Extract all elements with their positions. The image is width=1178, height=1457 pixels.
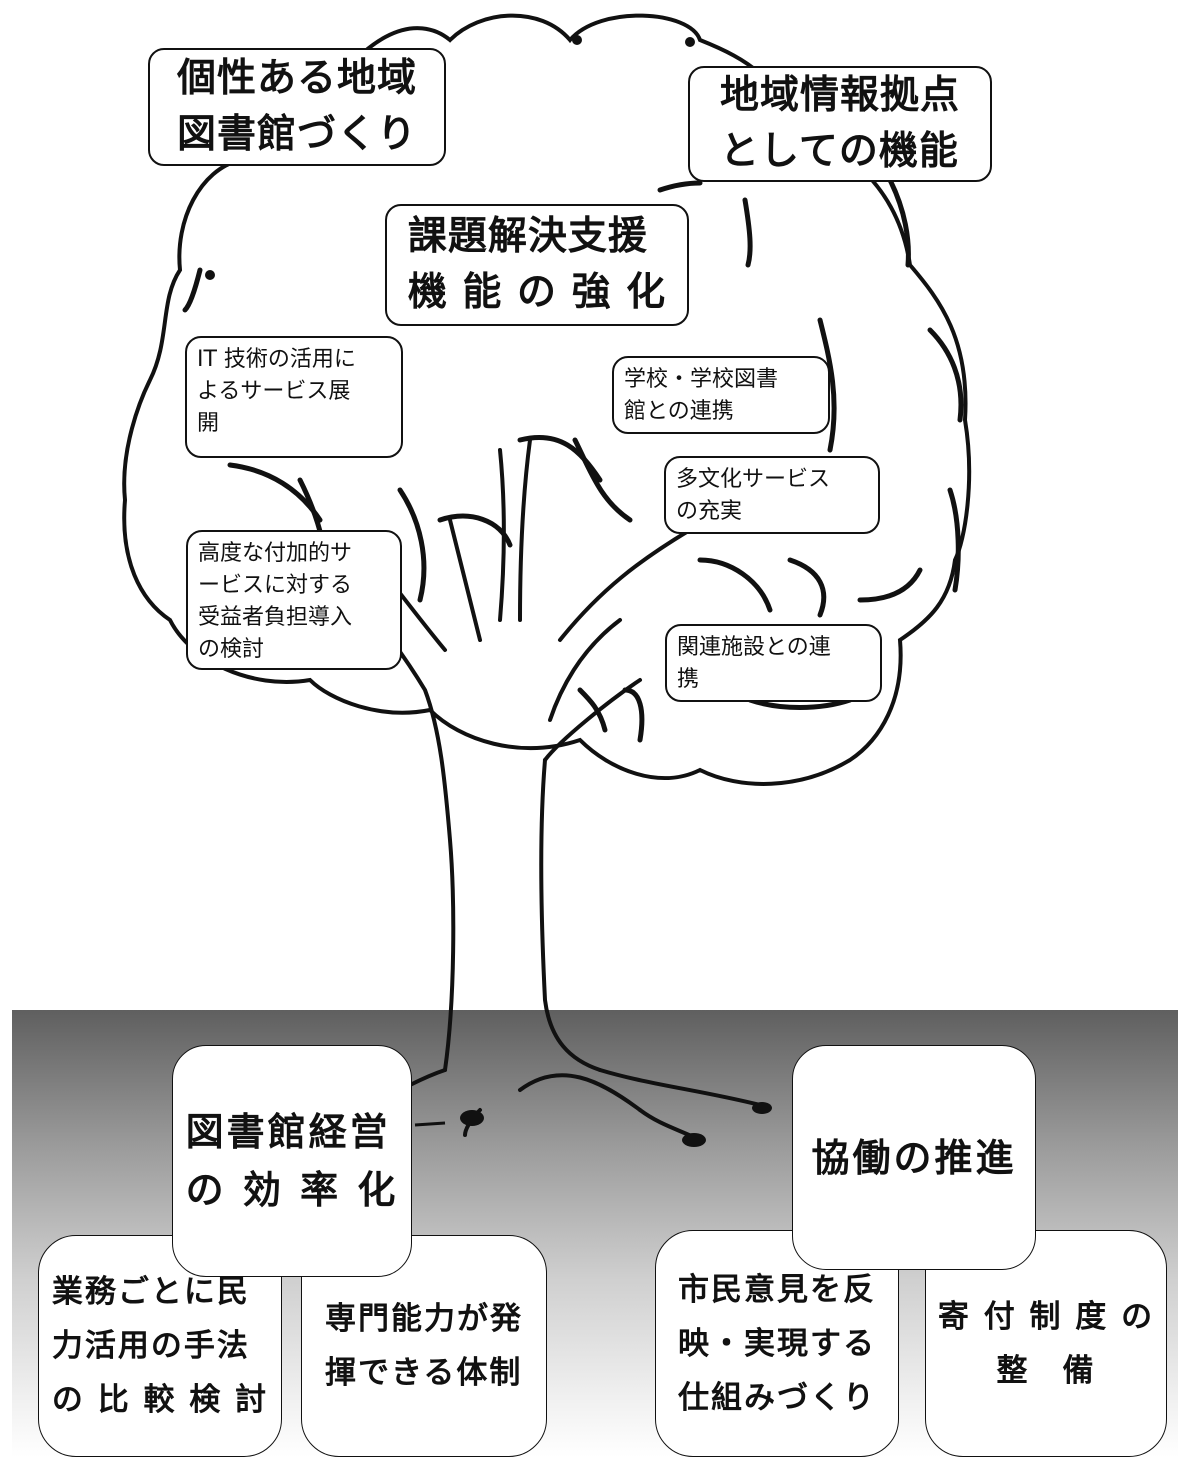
measure-value-added-fees: 高度な付加的サ ービスに対する 受益者負担導入 の検討 bbox=[186, 530, 402, 670]
goal-problem-solving: 課題解決支援 機 能 の 強 化 bbox=[385, 204, 689, 326]
efficiency-title-box: 図書館経営 の 効 率 化 bbox=[172, 1045, 412, 1277]
measure-related-facilities-label: 関連施設との連 携 bbox=[677, 635, 831, 692]
collaboration-item-donations: 寄 付 制 度 の 整 備 bbox=[925, 1230, 1167, 1457]
measure-it-services: IT 技術の活用に よるサービス展 開 bbox=[185, 336, 403, 458]
measure-school-libraries-label: 学校・学校図書 館との連携 bbox=[624, 367, 779, 424]
goal-problem-solving-label: 課題解決支援 機 能 の 強 化 bbox=[407, 214, 667, 315]
measure-multicultural-label: 多文化サービス の充実 bbox=[676, 467, 831, 524]
collaboration-item-donations-label: 寄 付 制 度 の 整 備 bbox=[937, 1298, 1155, 1389]
efficiency-title-label: 図書館経営 の 効 率 化 bbox=[185, 1110, 399, 1212]
efficiency-item-outsourcing: 業務ごとに民 力活用の手法 の 比 較 検 討 bbox=[38, 1235, 282, 1457]
measure-value-added-fees-label: 高度な付加的サ ービスに対する 受益者負担導入 の検討 bbox=[198, 541, 353, 662]
measure-it-services-label: IT 技術の活用に よるサービス展 開 bbox=[197, 347, 356, 436]
measure-related-facilities: 関連施設との連 携 bbox=[665, 624, 882, 702]
collaboration-item-citizen-input-label: 市民意見を反 映・実現する 仕組みづくり bbox=[678, 1271, 876, 1416]
measure-school-libraries: 学校・学校図書 館との連携 bbox=[612, 356, 830, 434]
goal-distinctive-library-label: 個性ある地域 図書館づくり bbox=[176, 56, 417, 157]
tree-canopy-outline bbox=[122, 13, 972, 786]
goal-distinctive-library: 個性ある地域 図書館づくり bbox=[148, 48, 446, 166]
goal-info-hub-label: 地域情報拠点 としての機能 bbox=[719, 73, 960, 174]
collaboration-title-box: 協働の推進 bbox=[792, 1045, 1036, 1270]
efficiency-item-expertise-label: 専門能力が発 揮できる体制 bbox=[325, 1301, 523, 1391]
collaboration-title-label: 協働の推進 bbox=[811, 1135, 1017, 1180]
measure-multicultural: 多文化サービス の充実 bbox=[664, 456, 880, 534]
goal-info-hub: 地域情報拠点 としての機能 bbox=[688, 66, 992, 182]
efficiency-item-outsourcing-label: 業務ごとに民 力活用の手法 の 比 較 検 討 bbox=[51, 1274, 269, 1418]
